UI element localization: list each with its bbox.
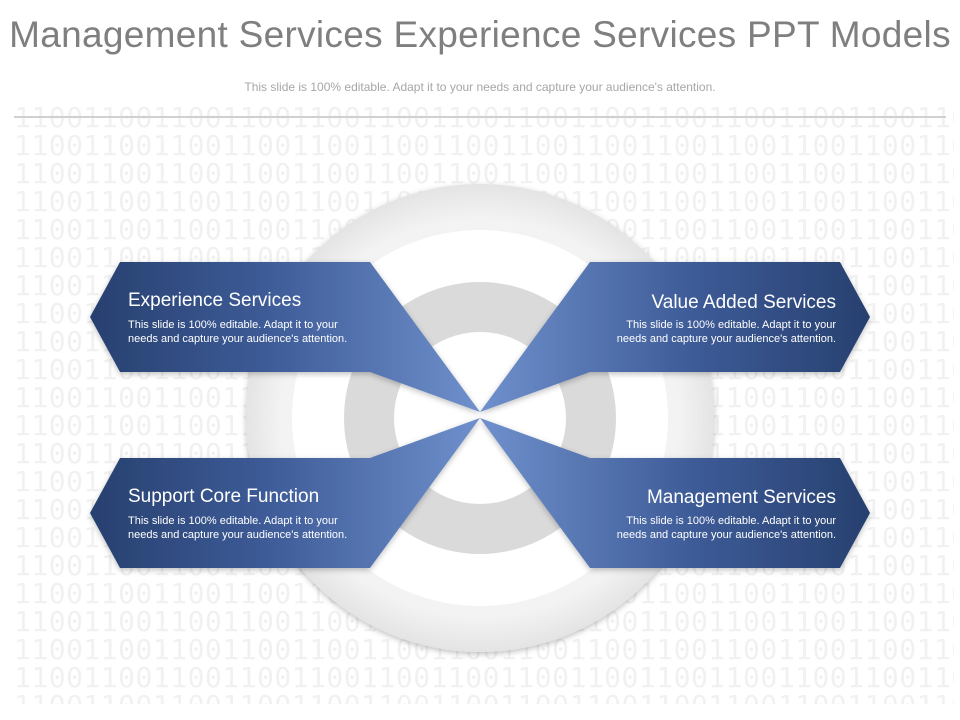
box-management-services-shape [480, 418, 870, 568]
box-experience-services: Experience Services This slide is 100% e… [128, 290, 388, 346]
binary-pattern-row: 1100110011001100110011001100110011001100… [14, 661, 954, 694]
box-support-core-function: Support Core Function This slide is 100%… [128, 486, 388, 542]
box-management-services: Management Services This slide is 100% e… [576, 487, 836, 542]
binary-pattern-row: 1100110011001100110011001100110011001100… [14, 692, 954, 705]
box-experience-services-shape [90, 262, 480, 412]
box-label: Experience Services [128, 290, 302, 311]
slide-subtitle: This slide is 100% editable. Adapt it to… [244, 80, 716, 94]
box-value-added-services-shape [480, 262, 870, 412]
box-description: This slide is 100% editable. Adapt it to… [128, 515, 348, 541]
box-label: Management Services [646, 487, 836, 508]
box-label: Support Core Function [128, 486, 320, 507]
box-label: Value Added Services [651, 292, 837, 313]
box-description: This slide is 100% editable. Adapt it to… [128, 319, 348, 345]
slide-title: Management Services Experience Services … [9, 14, 951, 55]
box-description: This slide is 100% editable. Adapt it to… [616, 515, 836, 541]
box-description: This slide is 100% editable. Adapt it to… [616, 319, 836, 345]
binary-pattern-row: 1100110011001100110011001100110011001100… [14, 129, 954, 162]
title-divider [14, 116, 946, 118]
binary-pattern-row: 1100110011001100110011001100110011001100… [14, 157, 954, 190]
box-support-core-function-shape [90, 418, 480, 568]
box-value-added-services: Value Added Services This slide is 100% … [576, 292, 836, 346]
